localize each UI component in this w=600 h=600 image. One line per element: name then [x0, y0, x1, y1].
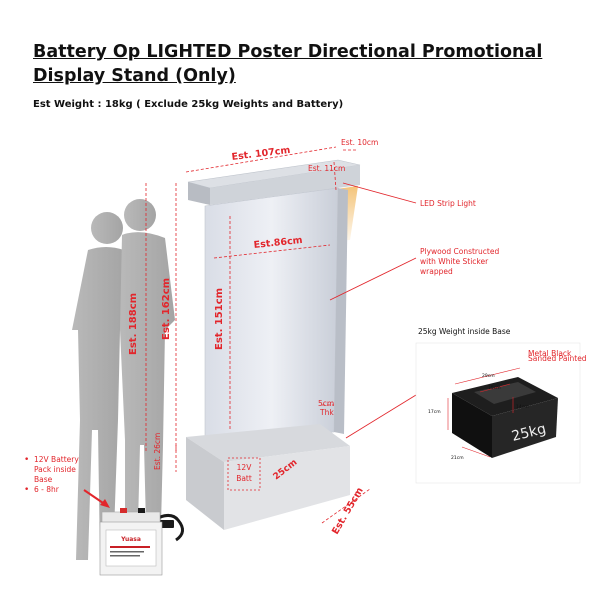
dim-panel-height: Est. 151cm: [214, 288, 225, 350]
stand-base: [186, 424, 350, 530]
battery-note-4: 6 - 8hr: [22, 485, 122, 495]
battery-note-1: 12V Battery: [22, 455, 122, 465]
battery-photo: Yuasa: [99, 508, 184, 576]
battery-note-2: Pack inside: [34, 465, 76, 474]
page-title: Battery Op LIGHTED Poster Directional Pr…: [33, 42, 543, 86]
dim-height-total: Est. 188cm: [128, 293, 139, 355]
weight-box-title: 25kg Weight inside Base: [418, 327, 511, 336]
weight-dim-14: 14cm: [516, 404, 529, 410]
weight-note-2: Sanded Painted: [528, 354, 587, 363]
dimension-lines: [145, 146, 371, 524]
callout-plywood-3: wrapped: [420, 267, 453, 276]
dim-top-depth: Est. 10cm: [341, 138, 378, 147]
weight-dim-21: 21cm: [451, 455, 464, 461]
weight-dim-17: 17cm: [428, 409, 441, 415]
dim-panel-width: Est.86cm: [253, 235, 303, 251]
callout-plywood-1: Plywood Constructed: [420, 247, 499, 256]
weight-dim-15: 15cm: [488, 385, 501, 391]
weight-note-1: Metal Black: [528, 349, 572, 358]
dim-top-height: Est. 11cm: [308, 164, 345, 173]
battery-brand: Yuasa: [120, 536, 141, 543]
dim-width-top: Est. 107cm: [231, 145, 291, 163]
battery-box-label-a: 12V: [237, 463, 253, 472]
weight-dim-29: 29cm: [482, 373, 495, 379]
dim-base-height: Est. 26cm: [153, 433, 162, 470]
callout-plywood-2: with White Sticker: [420, 257, 489, 266]
battery-box-label-b: Batt: [236, 474, 252, 483]
stand-header: [187, 159, 361, 205]
battery-notes: 12V Battery Pack inside Base 6 - 8hr: [22, 455, 122, 495]
callout-leaders: [329, 182, 417, 439]
people-silhouette: [72, 199, 175, 565]
dim-thickness-b: Thk: [319, 408, 334, 417]
dim-height-162: Est. 162cm: [161, 278, 172, 340]
dim-thickness-a: 5cm: [318, 399, 334, 408]
callout-led: LED Strip Light: [420, 199, 476, 208]
stand-panel: [204, 187, 348, 441]
weight-photo: 25kg: [415, 342, 581, 484]
weight-subtitle: Est Weight : 18kg ( Exclude 25kg Weights…: [33, 99, 344, 110]
battery-note-3: Base: [34, 475, 53, 484]
battery-placeholder-box: [227, 457, 261, 491]
